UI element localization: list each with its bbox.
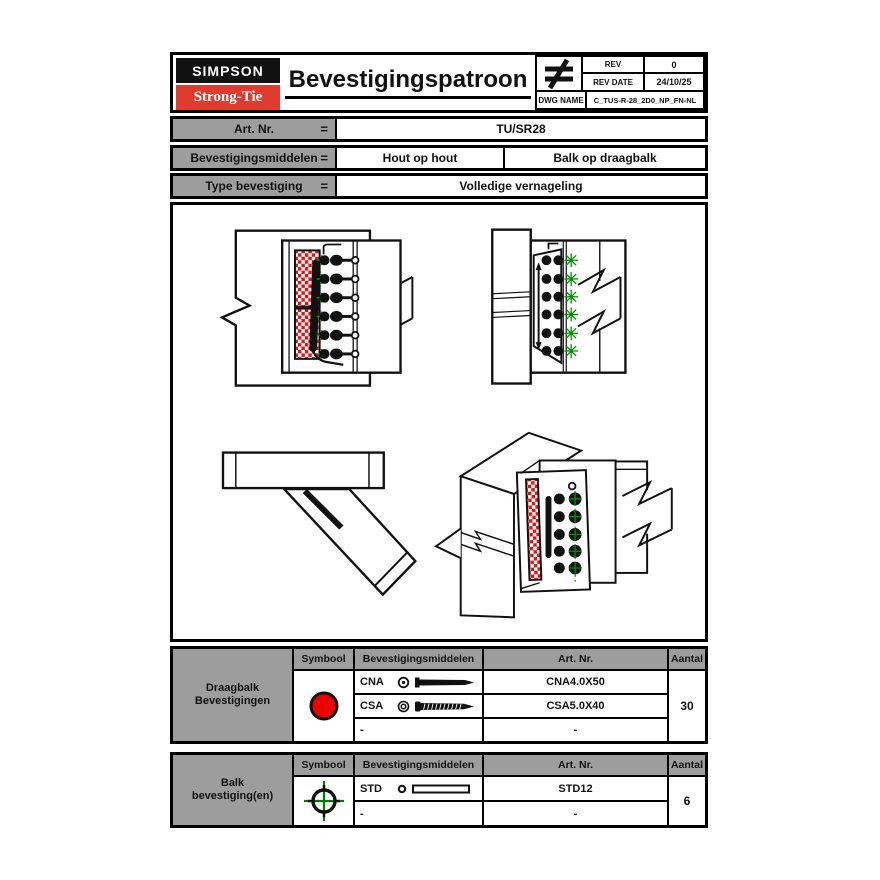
info-label-art-nr: Art. Nr. = (173, 119, 335, 139)
info-value-art-nr: TU/SR28 (337, 119, 705, 139)
equals-sign: = (320, 150, 328, 166)
group-label-line2: Bevestigingen (194, 695, 271, 707)
projection-symbol-cell (537, 57, 581, 90)
info-label-bevestigingsmiddelen: Bevestigingsmiddelen = (173, 148, 335, 168)
logo-strongtie: Strong-Tie (176, 85, 280, 110)
sheet-title: Bevestigingspatroon (284, 55, 532, 110)
rev-value: 0 (645, 57, 703, 72)
info-label-type-bevestiging: Type bevestiging = (173, 176, 335, 196)
drawing-area (170, 202, 708, 642)
fastener-row-cna: CNA (355, 671, 482, 693)
nail-side-pins (340, 255, 360, 359)
fastener-code: STD (360, 782, 382, 795)
nail-pattern (316, 254, 360, 360)
dwg-name-value: C_TUS-R-28_2D0_NP_FN-NL (587, 92, 703, 108)
screw-side-icon (415, 701, 474, 711)
aantal-value-draagbalk: 30 (669, 671, 705, 741)
technical-drawings (219, 228, 675, 619)
fastener-row-csa: CSA (355, 695, 482, 717)
col-header-aantal: Aantal (669, 649, 705, 669)
col-header-bevestigingsmiddelen: Bevestigingsmiddelen (355, 755, 482, 775)
group-label-balk: Balk bevestiging(en) (173, 755, 292, 825)
red-hatch-strip (525, 478, 543, 582)
art-nr-dash: - (484, 719, 667, 741)
group-label-draagbalk: Draagbalk Bevestigingen (173, 649, 292, 741)
fastener-row-dash: - (355, 802, 482, 825)
simpson-strongtie-logo: SIMPSON Strong-Tie (176, 58, 280, 110)
dwg-name-label: DWG NAME (537, 92, 585, 108)
info-row-bevestigingsmiddelen: Bevestigingsmiddelen = Hout op hout Balk… (170, 145, 708, 171)
side-view-drawing (491, 228, 627, 385)
col-header-art-nr: Art. Nr. (484, 649, 667, 669)
info-value-type-bevestiging: Volledige vernageling (337, 176, 705, 196)
info-label-text: Bevestigingsmiddelen (190, 151, 318, 165)
front-view-drawing (219, 229, 414, 387)
art-nr-cna: CNA4.0X50 (484, 671, 667, 693)
balk-fastener-table: Balk bevestiging(en) Symbool Bevestiging… (170, 752, 708, 828)
art-nr-csa: CSA5.0X40 (484, 695, 667, 717)
sheet-title-text: Bevestigingspatroon (284, 66, 532, 99)
top-view-drawing (221, 451, 417, 597)
info-row-type-bevestiging: Type bevestiging = Volledige vernageling (170, 173, 708, 199)
crosshair-target-icon (303, 781, 344, 821)
info-value-hout-op-hout: Hout op hout (337, 148, 503, 168)
fastener-code: CSA (360, 700, 384, 712)
logo-simpson: SIMPSON (176, 58, 280, 83)
col-header-symbool: Symbool (294, 755, 353, 775)
info-label-text: Art. Nr. (233, 122, 274, 136)
art-nr-std: STD12 (484, 777, 667, 800)
nail-side-icon (415, 677, 474, 687)
not-equal-projection-icon (545, 58, 573, 89)
draagbalk-fastener-table: Draagbalk Bevestigingen Symbool Bevestig… (170, 646, 708, 744)
col-header-aantal: Aantal (669, 755, 705, 775)
revision-block: REV 0 REV DATE 24/10/25 DWG NAME C_TUS-R… (535, 55, 705, 110)
equals-sign: = (320, 121, 328, 137)
fastener-row-dash: - (355, 719, 482, 741)
nail-head-icon (397, 676, 410, 688)
col-header-bevestigingsmiddelen: Bevestigingsmiddelen (355, 649, 482, 669)
symbol-cell (294, 777, 353, 825)
isometric-drawing (434, 431, 675, 619)
green-nail-marks (569, 493, 582, 574)
nail-dots (541, 255, 564, 356)
red-filled-circle-icon (309, 691, 338, 721)
group-label-line1: Draagbalk (205, 682, 260, 694)
group-label-line1: Balk (220, 777, 245, 789)
fastener-code: - (360, 807, 364, 820)
fastener-row-std: STD (355, 777, 482, 800)
dowel-side-icon (412, 784, 470, 793)
info-row-art-nr: Art. Nr. = TU/SR28 (170, 116, 708, 142)
rev-date-value: 24/10/25 (645, 74, 703, 90)
info-value-balk-op-draagbalk: Balk op draagbalk (505, 148, 705, 168)
dowel-head-icon (397, 784, 407, 793)
title-block: SIMPSON Strong-Tie Bevestigingspatroon R… (170, 52, 708, 113)
fastener-code: CNA (360, 676, 384, 688)
green-nail-marks (564, 253, 579, 358)
rev-label: REV (583, 57, 643, 72)
aantal-value-balk: 6 (669, 777, 705, 825)
fastener-code: - (360, 724, 364, 736)
rev-date-label: REV DATE (583, 74, 643, 90)
equals-sign: = (320, 178, 328, 194)
group-label-line2: bevestiging(en) (191, 790, 274, 802)
art-nr-dash: - (484, 802, 667, 825)
col-header-symbool: Symbool (294, 649, 353, 669)
strap-line (302, 488, 344, 530)
info-label-text: Type bevestiging (205, 179, 303, 193)
screw-head-icon (397, 700, 410, 712)
col-header-art-nr: Art. Nr. (484, 755, 667, 775)
symbol-cell (294, 671, 353, 741)
